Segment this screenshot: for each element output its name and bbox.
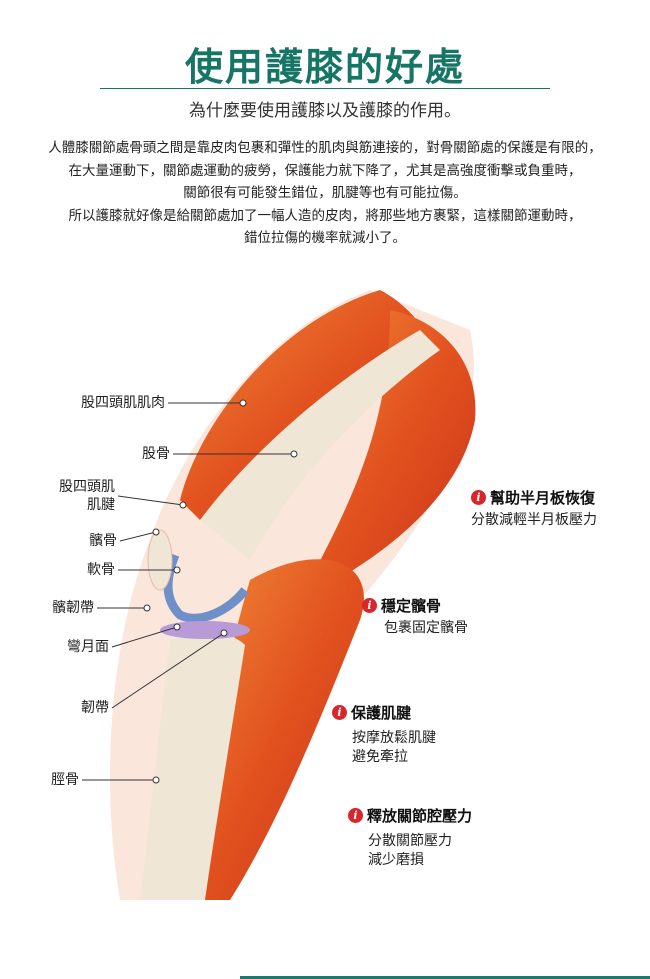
benefit-text: 包裹固定髕骨 bbox=[384, 620, 468, 636]
label-femur: 股骨 bbox=[142, 446, 170, 462]
label-quadriceps-tendon: 股四頭肌 肌腱 bbox=[30, 478, 115, 514]
hamstring-muscle bbox=[300, 310, 476, 600]
label-line: 肌腱 bbox=[87, 497, 115, 513]
intro-line: 在大量運動下，關節處運動的疲勞，保護能力就下降了，尤其是高強度衝擊或負重時， bbox=[68, 162, 582, 179]
intro-line: 錯位拉傷的機率就減小了。 bbox=[244, 230, 406, 246]
benefit-line: 避免牽拉 bbox=[352, 749, 408, 765]
quadriceps-muscle bbox=[180, 290, 430, 520]
benefit-line: 按摩放鬆肌腱 bbox=[352, 730, 436, 746]
benefit-text: 分散減輕半月板壓力 bbox=[471, 512, 597, 528]
benefit-line: 分散關節壓力 bbox=[368, 833, 452, 849]
benefit-stabilize-patella: i 穩定髕骨 包裹固定髕骨 bbox=[362, 595, 468, 638]
info-icon: i bbox=[362, 598, 377, 613]
intro-line: 人體膝關節處骨頭之間是靠皮肉包裹和彈性的肌肉與筋連接的，對骨關節處的保護是有限的… bbox=[48, 140, 602, 156]
intro-line: 所以護膝就好像是給關節處加了一幅人造的皮肉，將那些地方裹緊，這樣關節運動時， bbox=[68, 207, 582, 224]
subtitle: 為什麼要使用護膝以及護膝的作用。 bbox=[189, 101, 461, 121]
benefit-line: 減少磨損 bbox=[368, 852, 424, 868]
intro-line: 關節很有可能發生錯位，肌腱等也有可能拉傷。 bbox=[183, 185, 467, 201]
benefit-text: 分散關節壓力 減少磨損 bbox=[368, 832, 472, 870]
benefit-heading: 保護肌腱 bbox=[351, 704, 412, 722]
tibia-bone bbox=[140, 633, 245, 900]
title-divider bbox=[100, 88, 550, 89]
label-meniscus: 彎月面 bbox=[67, 639, 109, 655]
info-icon: i bbox=[348, 808, 363, 823]
intro-paragraph: 人體膝關節處骨頭之間是靠皮肉包裹和彈性的肌肉與筋連接的，對骨關節處的保護是有限的… bbox=[0, 137, 650, 250]
label-patella: 髕骨 bbox=[89, 533, 117, 549]
benefit-heading: 幫助半月板恢復 bbox=[490, 489, 596, 507]
benefit-protect-tendon: i 保護肌腱 按摩放鬆肌腱 避免牽拉 bbox=[332, 702, 436, 767]
benefit-meniscus-recovery: i 幫助半月板恢復 分散減輕半月板壓力 bbox=[471, 487, 597, 530]
benefit-text: 按摩放鬆肌腱 避免牽拉 bbox=[352, 729, 436, 767]
label-ligament: 韌帶 bbox=[81, 700, 109, 716]
patella bbox=[147, 529, 173, 591]
label-quadriceps-muscle: 股四頭肌肌肉 bbox=[81, 395, 165, 411]
info-icon: i bbox=[332, 705, 347, 720]
benefit-release-joint-pressure: i 釋放關節腔壓力 分散關節壓力 減少磨損 bbox=[348, 805, 472, 870]
benefit-heading: 穩定髕骨 bbox=[381, 597, 442, 615]
label-tibia: 脛骨 bbox=[51, 772, 79, 788]
label-line: 股四頭肌 bbox=[59, 479, 115, 495]
meniscus bbox=[160, 621, 250, 639]
label-cartilage: 軟骨 bbox=[87, 562, 115, 578]
page-title: 使用護膝的好處 bbox=[184, 45, 465, 89]
label-patellar-ligament: 髕韌帶 bbox=[52, 600, 94, 616]
benefit-heading: 釋放關節腔壓力 bbox=[367, 807, 473, 825]
femur-bone bbox=[200, 330, 440, 560]
bottom-divider bbox=[240, 976, 650, 979]
info-icon: i bbox=[471, 490, 486, 505]
